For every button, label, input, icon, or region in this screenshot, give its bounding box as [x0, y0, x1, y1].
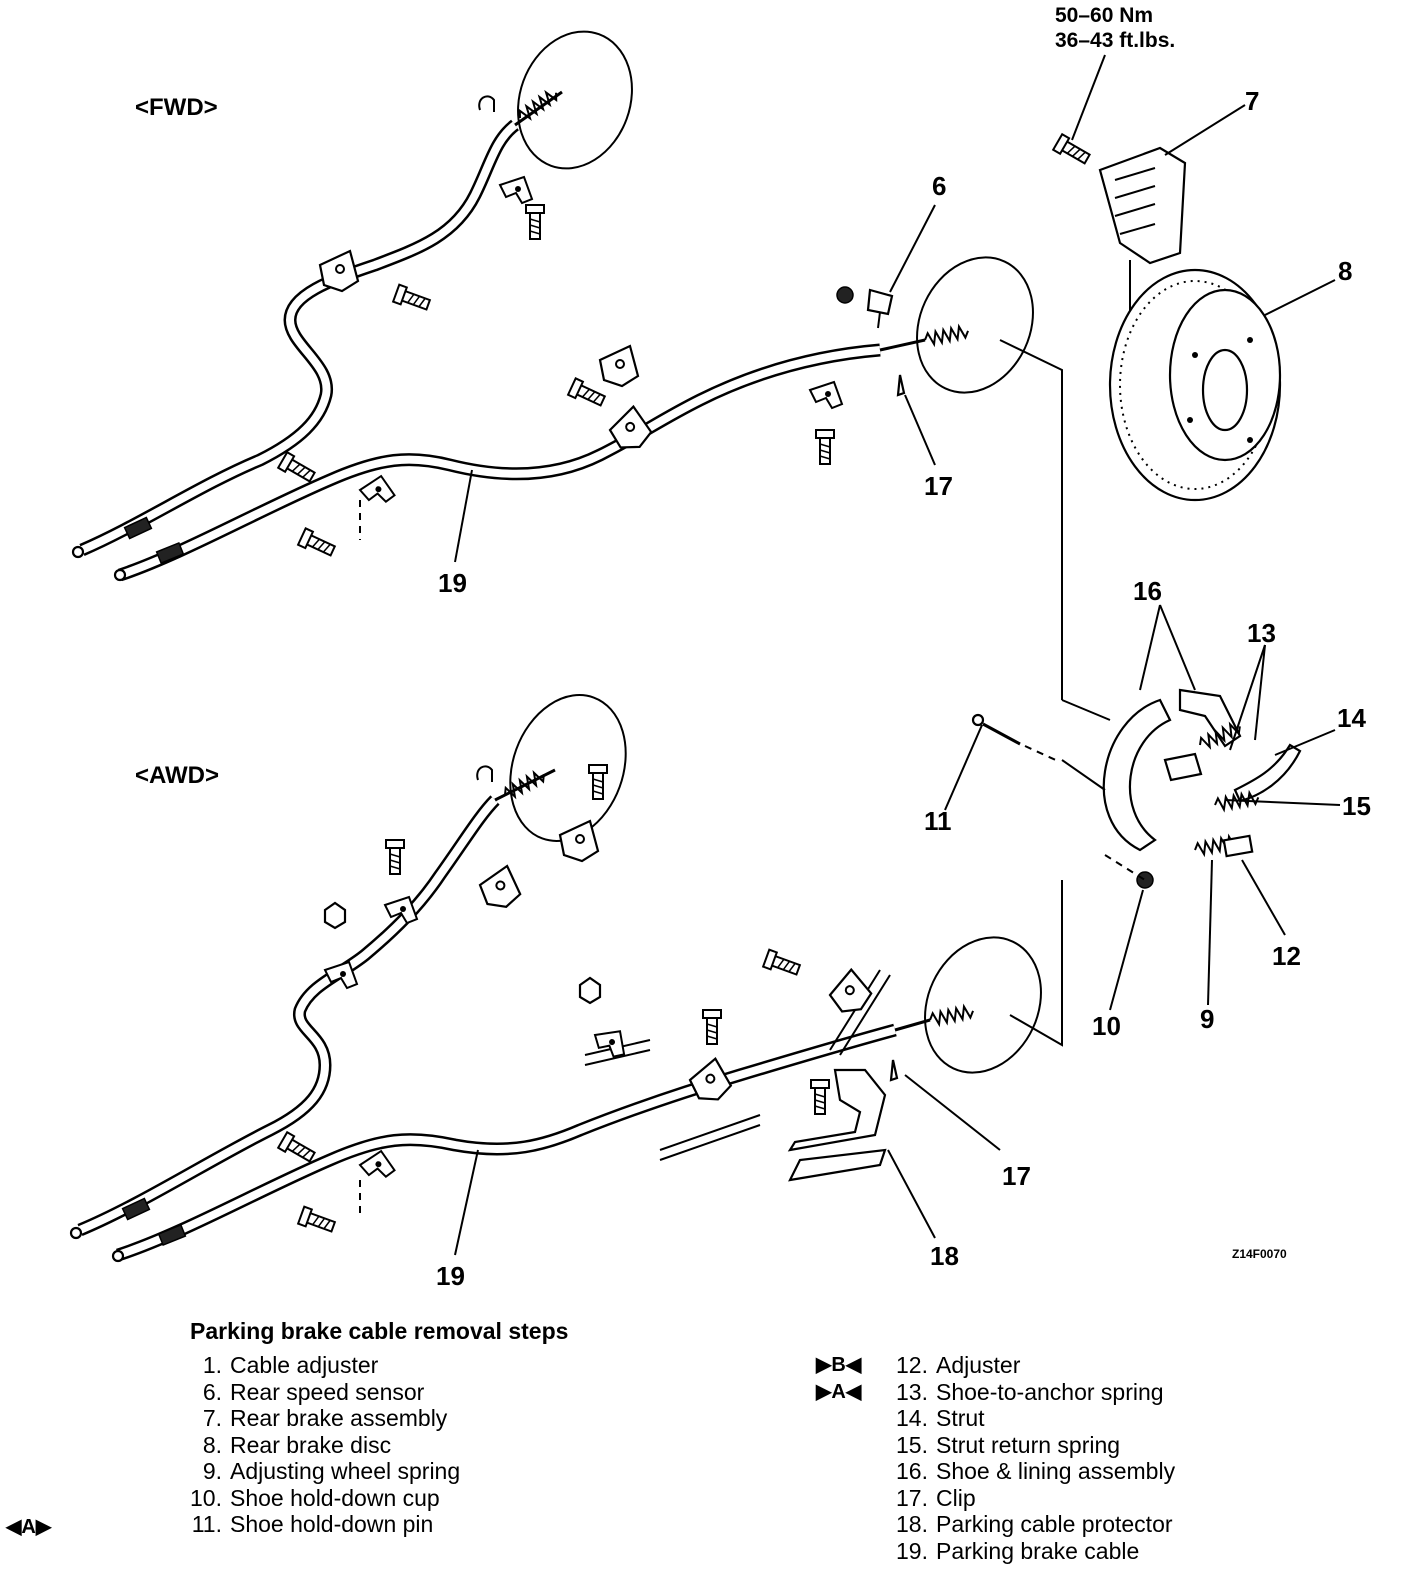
- torque-imperial: 36–43 ft.lbs.: [1055, 29, 1175, 52]
- callout-17-awd: 17: [1002, 1161, 1031, 1191]
- removal-step: ▶B◀ 12. Adjuster: [816, 1352, 1175, 1379]
- removal-step: 10. Shoe hold-down cup: [190, 1485, 460, 1512]
- step-number: 15.: [896, 1431, 928, 1458]
- callout-14: 14: [1337, 703, 1366, 733]
- step-label: Parking cable protector: [936, 1511, 1173, 1537]
- step-number: 13.: [896, 1378, 928, 1405]
- fwd-assembly: <FWD>: [71, 30, 1063, 700]
- step-label: Cable adjuster: [230, 1352, 379, 1378]
- exploded-diagram: <FWD>: [69, 4, 1371, 1291]
- removal-steps-left: 1. Cable adjuster 6. Rear speed sensor 7. Rea…: [190, 1352, 460, 1538]
- callout-12: 12: [1272, 941, 1301, 971]
- step-label: Adjusting wheel spring: [230, 1458, 461, 1484]
- removal-step: 17. Clip: [816, 1485, 1175, 1512]
- service-point-marker: ▶A◀: [816, 1380, 862, 1403]
- removal-step: 16. Shoe & lining assembly: [816, 1458, 1175, 1485]
- rear-speed-sensor: [836, 286, 894, 329]
- figure-code: Z14F0070: [1232, 1247, 1287, 1261]
- rear-brake-disc: [1108, 268, 1282, 502]
- step-number: 17.: [896, 1484, 928, 1511]
- step-label: Shoe hold-down cup: [230, 1484, 440, 1511]
- awd-assembly: <AWD>: [69, 694, 1287, 1291]
- removal-step: 6. Rear speed sensor: [190, 1379, 460, 1406]
- step-number: 16.: [896, 1458, 928, 1484]
- step-number: 19.: [896, 1537, 928, 1564]
- removal-step: 15. Strut return spring: [816, 1432, 1175, 1459]
- step-label: Rear brake disc: [230, 1431, 392, 1458]
- step-label: Strut return spring: [936, 1431, 1121, 1458]
- fwd-lower-detail-circle: [916, 256, 1034, 394]
- step-number: 6.: [202, 1378, 222, 1405]
- callout-8: 8: [1338, 256, 1352, 286]
- removal-step: 7. Rear brake assembly: [190, 1405, 460, 1432]
- callout-15: 15: [1342, 791, 1371, 821]
- parking-cable-protector: [787, 1068, 887, 1182]
- callout-7: 7: [1245, 86, 1259, 116]
- step-number: 11.: [191, 1511, 222, 1537]
- step-number: 12.: [896, 1352, 928, 1378]
- legend-title: Parking brake cable removal steps: [190, 1318, 569, 1344]
- step-label: Parking brake cable: [936, 1537, 1140, 1564]
- step-label: Adjuster: [936, 1352, 1021, 1378]
- step-label: Rear speed sensor: [230, 1378, 425, 1405]
- callout-18: 18: [930, 1241, 959, 1271]
- step-number: 1.: [202, 1352, 222, 1378]
- awd-lower-detail-circle: [924, 936, 1042, 1074]
- removal-step: 19. Parking brake cable: [816, 1538, 1175, 1565]
- awd-variant-label: <AWD>: [135, 762, 219, 789]
- callout-16: 16: [1133, 576, 1162, 606]
- step-number: 7.: [202, 1405, 222, 1431]
- brake-shoe-exploded: 16 13 14 15 11 10 9 12: [924, 576, 1371, 1041]
- step-label: Strut: [936, 1405, 985, 1431]
- torque-metric: 50–60 Nm: [1055, 4, 1153, 27]
- removal-steps-right: ▶B◀ 12. Adjuster ▶A◀ 13. Shoe-to-anchor sprin…: [816, 1352, 1175, 1564]
- callout-13: 13: [1247, 618, 1276, 648]
- rear-brake-assembly: 50–60 Nm 36–43 ft.lbs. 7 8: [1052, 4, 1352, 502]
- step-number: 14.: [896, 1405, 928, 1431]
- removal-step: 14. Strut: [816, 1405, 1175, 1432]
- callout-11: 11: [924, 806, 952, 836]
- step-number: 8.: [202, 1431, 222, 1458]
- step-number: 10.: [190, 1484, 222, 1511]
- fwd-upper-detail-circle: [517, 30, 633, 170]
- step-label: Shoe-to-anchor spring: [936, 1378, 1164, 1405]
- step-number: 9.: [202, 1458, 222, 1484]
- callout-6: 6: [932, 171, 946, 201]
- awd-upper-detail-circle: [509, 694, 627, 842]
- callout-9: 9: [1200, 1004, 1214, 1034]
- step-label: Rear brake assembly: [230, 1405, 448, 1431]
- service-point-marker: ◀A▶: [6, 1516, 52, 1538]
- service-point-marker: ▶B◀: [816, 1354, 862, 1376]
- fwd-variant-label: <FWD>: [135, 94, 218, 121]
- callout-10: 10: [1092, 1011, 1121, 1041]
- removal-step: 1. Cable adjuster: [190, 1352, 460, 1379]
- step-label: Shoe & lining assembly: [936, 1458, 1176, 1484]
- removal-step: 9. Adjusting wheel spring: [190, 1458, 460, 1485]
- removal-step: 8. Rear brake disc: [190, 1432, 460, 1459]
- step-label: Clip: [936, 1484, 976, 1511]
- callout-19-awd: 19: [436, 1261, 465, 1291]
- removal-step: ▶A◀ 13. Shoe-to-anchor spring: [816, 1379, 1175, 1406]
- step-number: 18.: [896, 1511, 928, 1537]
- callout-19-fwd: 19: [438, 568, 467, 598]
- removal-step: 18. Parking cable protector: [816, 1511, 1175, 1538]
- callout-17-fwd: 17: [924, 471, 953, 501]
- removal-step: 11. Shoe hold-down pin: [190, 1511, 460, 1538]
- step-label: Shoe hold-down pin: [230, 1511, 434, 1537]
